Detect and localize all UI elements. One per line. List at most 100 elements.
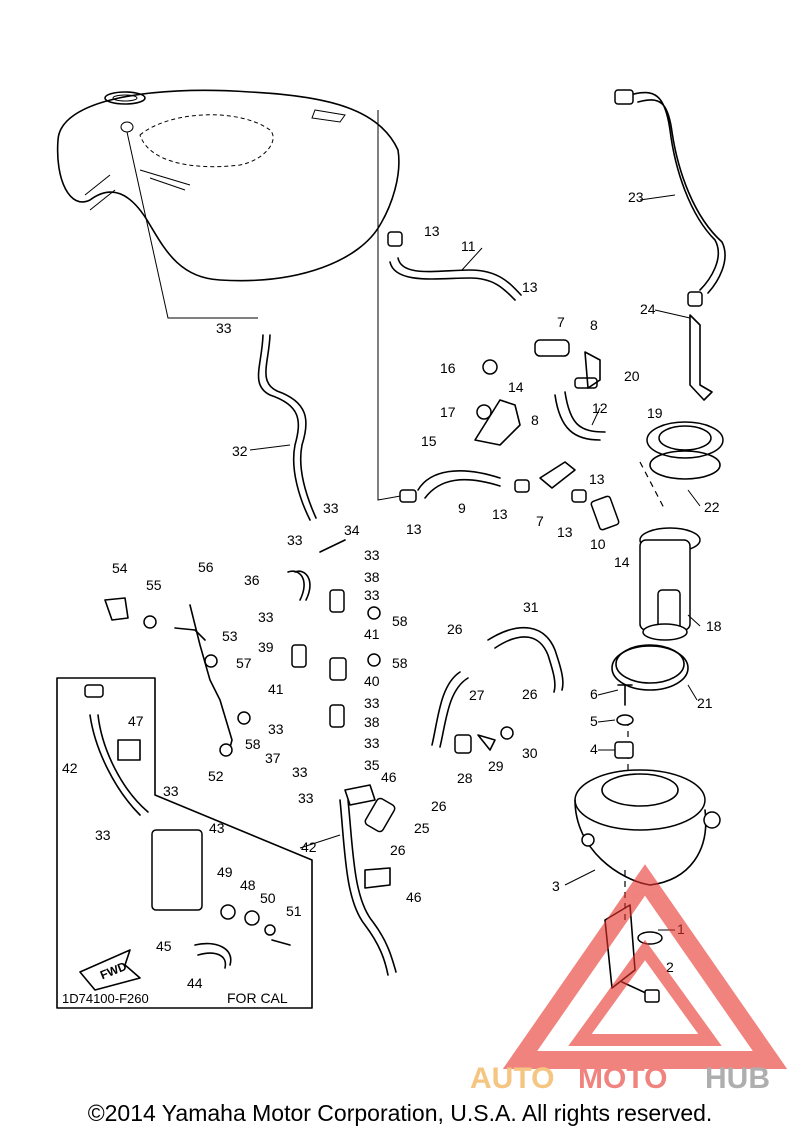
bolt-51 (271, 939, 291, 946)
callout-40: 40 (364, 673, 380, 689)
fuel-pump-gasket-19 (646, 421, 724, 480)
callout-19: 19 (647, 405, 663, 421)
fitting-38 (329, 589, 345, 613)
callout-41a: 41 (364, 626, 380, 642)
callout-26d: 26 (390, 842, 406, 858)
bracket-56 (189, 604, 233, 756)
clip-46-upper (344, 784, 376, 806)
callout-47: 47 (128, 713, 144, 729)
callout-22: 22 (704, 499, 720, 515)
callout-33i: 33 (364, 735, 380, 751)
callout-39: 39 (258, 639, 274, 655)
callout-4: 4 (590, 741, 598, 757)
callout-21: 21 (697, 695, 713, 711)
callout-25: 25 (414, 820, 430, 836)
callout-14b: 14 (614, 554, 630, 570)
joint-7-upper (534, 339, 570, 357)
callout-36: 36 (244, 572, 260, 588)
callout-33d: 33 (364, 547, 380, 563)
callout-8a: 8 (590, 317, 598, 333)
parts-diagram: 1 2 3 4 5 6 7 7 8 8 9 10 11 12 13 13 13 … (56, 89, 788, 1095)
callout-46a: 46 (381, 769, 397, 785)
canister-panel (56, 677, 313, 1009)
callout-48: 48 (240, 877, 256, 893)
callout-55: 55 (146, 577, 162, 593)
callout-33c: 33 (287, 532, 303, 548)
callout-17: 17 (440, 404, 456, 420)
callout-26b: 26 (522, 686, 538, 702)
callout-31: 31 (523, 599, 539, 615)
callout-3: 3 (552, 878, 560, 894)
callout-42a: 42 (62, 760, 78, 776)
callout-52: 52 (208, 768, 224, 784)
fuel-hose-27 (431, 671, 469, 748)
watermark-auto: AUTO (470, 1062, 554, 1095)
leader-lines (249, 194, 701, 931)
variant-label: FOR CAL (227, 990, 288, 1006)
callout-13a: 13 (424, 223, 440, 239)
drain-hose-42 (339, 799, 397, 976)
fuel-hose-31 (487, 626, 564, 693)
callout-53: 53 (222, 628, 238, 644)
callout-24: 24 (640, 301, 656, 317)
washer-50 (264, 924, 276, 936)
callout-33m: 33 (95, 827, 111, 843)
callout-23: 23 (628, 189, 644, 205)
callout-57: 57 (236, 655, 252, 671)
callout-32: 32 (232, 443, 248, 459)
bracket-24 (689, 314, 713, 401)
watermark-hub: HUB (705, 1062, 770, 1095)
bolt-58b (367, 606, 381, 620)
callout-2: 2 (666, 959, 674, 975)
callout-26a: 26 (447, 621, 463, 637)
callout-33b: 33 (323, 500, 339, 516)
watermark-moto: MOTO (578, 1062, 667, 1095)
callout-8b: 8 (531, 412, 539, 428)
washer-5 (616, 714, 634, 726)
callout-44: 44 (187, 975, 203, 991)
callout-37: 37 (265, 750, 281, 766)
callout-33j: 33 (292, 764, 308, 780)
callout-20: 20 (624, 368, 640, 384)
callout-16: 16 (440, 360, 456, 376)
callout-35: 35 (364, 757, 380, 773)
fuel-hose-9 (417, 470, 501, 499)
diagram-code: 1D74100-F260 (62, 991, 149, 1006)
breather-hose-32 (257, 334, 311, 521)
fuel-tank-base-3 (574, 769, 721, 886)
callout-7b: 7 (536, 513, 544, 529)
callout-56: 56 (198, 559, 214, 575)
callout-38b: 38 (364, 714, 380, 730)
callout-46b: 46 (406, 889, 422, 905)
callout-33f: 33 (258, 609, 274, 625)
callout-29: 29 (488, 758, 504, 774)
fuel-hose-11 (389, 261, 516, 301)
callout-33k: 33 (298, 790, 314, 806)
callout-9: 9 (458, 500, 466, 516)
hose-36 (287, 570, 311, 601)
bolt-30 (500, 726, 514, 740)
bolt-58c (367, 653, 381, 667)
fuel-hose-23 (629, 91, 726, 294)
callout-33h: 33 (268, 721, 284, 737)
nut-17 (476, 404, 492, 420)
bolt-52 (219, 743, 233, 757)
callout-33l: 33 (163, 783, 179, 799)
callout-58b: 58 (392, 655, 408, 671)
callout-13f: 13 (557, 524, 573, 540)
automotohub-watermark: AUTO MOTO HUB (470, 864, 788, 1095)
callout-7a: 7 (557, 314, 565, 330)
collar-48 (244, 910, 260, 926)
canister-43 (151, 829, 203, 911)
callout-13e: 13 (492, 506, 508, 522)
callout-49: 49 (217, 864, 233, 880)
damper-28 (454, 734, 472, 754)
copyright-notice: ©2014 Yamaha Motor Corporation, U.S.A. A… (87, 1100, 713, 1126)
callout-58a: 58 (392, 613, 408, 629)
callout-33a: 33 (216, 320, 232, 336)
fwd-arrow (79, 949, 141, 991)
callout-26c: 26 (431, 798, 447, 814)
callout-10: 10 (590, 536, 606, 552)
tube-34 (319, 539, 346, 553)
callout-38a: 38 (364, 569, 380, 585)
